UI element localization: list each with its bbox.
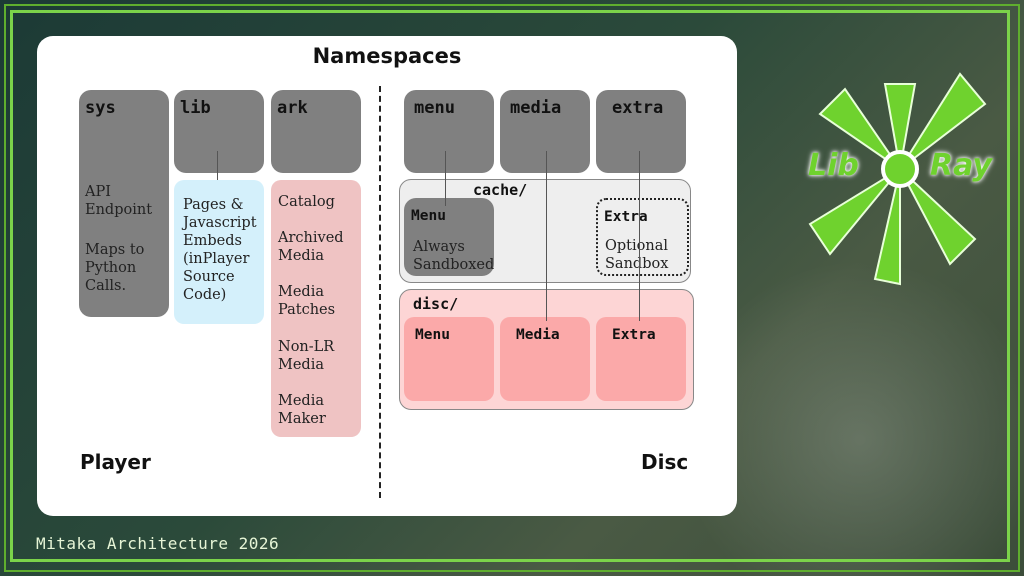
cache-label: cache/ bbox=[473, 181, 528, 199]
watermark-text: Mitaka Architecture 2026 bbox=[36, 534, 280, 553]
cache-extra-title: Extra bbox=[604, 209, 648, 225]
extra-label: extra bbox=[612, 98, 664, 118]
ark-item-non-lr-media: Non-LR Media bbox=[278, 339, 335, 373]
disc-media-box: Media bbox=[500, 317, 590, 401]
cache-menu-note: Always Sandboxed bbox=[413, 239, 495, 273]
menu-namespace: menu bbox=[404, 90, 494, 173]
ark-namespace: ark bbox=[271, 90, 361, 173]
ark-item-archived-media: Archived Media bbox=[278, 230, 344, 264]
disc-label: Disc bbox=[641, 450, 689, 474]
media-label: media bbox=[510, 98, 562, 118]
lib-namespace: lib bbox=[174, 90, 264, 173]
logo-burst-icon bbox=[808, 72, 987, 286]
menu-label: menu bbox=[414, 98, 455, 118]
extra-namespace: extra bbox=[596, 90, 686, 173]
ark-item-catalog: Catalog bbox=[278, 194, 335, 210]
player-label: Player bbox=[80, 450, 151, 474]
sys-description: API Endpoint bbox=[85, 184, 153, 218]
lib-label: lib bbox=[180, 98, 211, 118]
sys-label: sys bbox=[85, 98, 116, 118]
cache-menu-title: Menu bbox=[411, 208, 446, 224]
menu-cache-connector bbox=[445, 151, 446, 206]
player-disc-divider bbox=[379, 86, 381, 498]
media-namespace: media bbox=[500, 90, 590, 173]
disc-extra-box: Extra bbox=[596, 317, 686, 401]
cache-extra-box: Extra Optional Sandbox bbox=[596, 198, 689, 276]
disc-menu-box: Menu bbox=[404, 317, 494, 401]
panel-title: Namespaces bbox=[312, 44, 462, 68]
libray-logo: Lib Ray bbox=[790, 44, 1010, 294]
disc-media-title: Media bbox=[516, 327, 560, 343]
cache-extra-note: Optional Sandbox bbox=[605, 238, 669, 272]
logo-ray-text: Ray bbox=[930, 148, 992, 183]
cache-menu-box: Menu Always Sandboxed bbox=[404, 198, 494, 276]
outer-frame bbox=[4, 4, 1020, 572]
diagram-panel: Namespaces sys API Endpoint Maps to Pyth… bbox=[37, 36, 737, 516]
disc-dir-label: disc/ bbox=[413, 295, 459, 313]
lib-description: Pages & Javascript Embeds (inPlayer Sour… bbox=[183, 197, 257, 303]
lib-description-box: Pages & Javascript Embeds (inPlayer Sour… bbox=[174, 180, 264, 324]
disc-extra-title: Extra bbox=[612, 327, 656, 343]
extra-disc-connector bbox=[639, 151, 640, 321]
sys-namespace: sys API Endpoint Maps to Python Calls. bbox=[79, 90, 169, 317]
sys-mapping: Maps to Python Calls. bbox=[85, 242, 145, 294]
lib-connector bbox=[217, 151, 218, 181]
ark-item-media-maker: Media Maker bbox=[278, 393, 326, 427]
ark-contents-box: Catalog Archived Media Media Patches Non… bbox=[271, 180, 361, 437]
media-disc-connector bbox=[546, 151, 547, 321]
inner-frame bbox=[10, 10, 1010, 562]
logo-lib-text: Lib bbox=[808, 148, 859, 183]
ark-item-media-patches: Media Patches bbox=[278, 284, 336, 318]
ark-label: ark bbox=[277, 98, 308, 118]
disc-menu-title: Menu bbox=[415, 327, 450, 343]
